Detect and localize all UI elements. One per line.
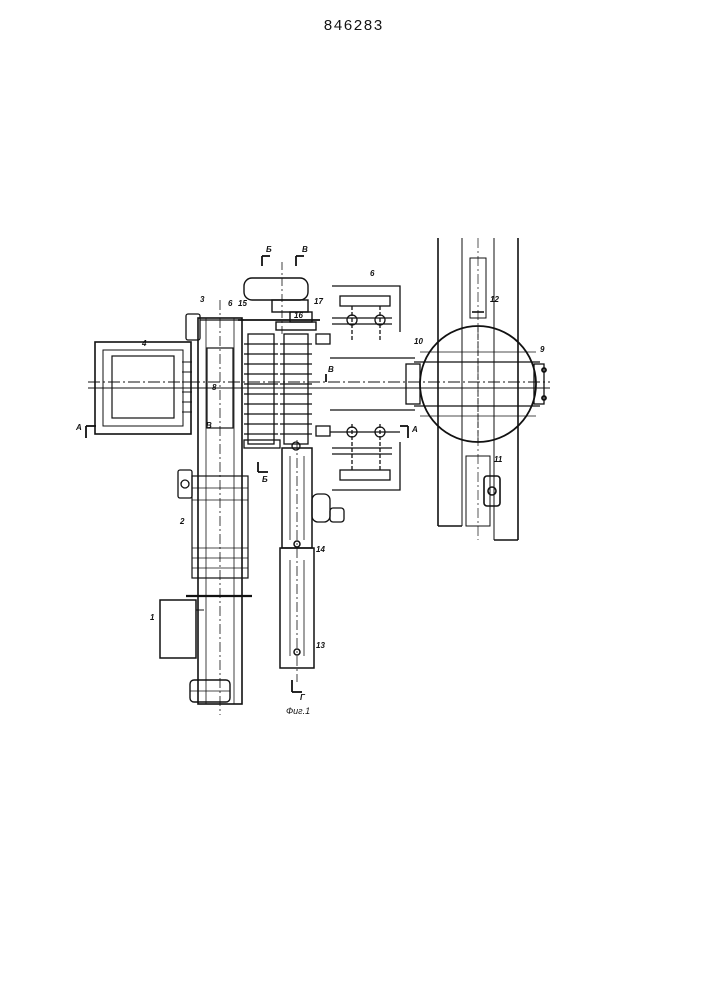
label-8: 8	[212, 383, 217, 392]
label-6-right: 6	[370, 269, 375, 278]
label-14: 14	[316, 545, 325, 554]
label-section-v-bottom: В	[328, 365, 334, 374]
stack-17	[280, 334, 312, 450]
guide-13-14	[280, 440, 314, 682]
label-16: 16	[294, 311, 303, 320]
label-17: 17	[314, 297, 323, 306]
label-3: 3	[200, 295, 205, 304]
roller-assembly-6-top	[316, 286, 400, 344]
label-section-b-top: Б	[266, 245, 272, 254]
right-rail	[438, 238, 518, 540]
label-6-left: 6	[228, 299, 233, 308]
label-15: 15	[238, 299, 247, 308]
label-1: 1	[150, 613, 155, 622]
label-section-a-left: А	[75, 423, 82, 432]
label-9: 9	[540, 345, 545, 354]
rotary-table-10	[406, 326, 546, 442]
stack-15	[244, 334, 280, 448]
label-section-v-top: В	[302, 245, 308, 254]
label-section-a-right: А	[411, 425, 418, 434]
figure-caption: Фиг.1	[286, 706, 310, 716]
section-markers	[86, 256, 408, 692]
label-11: 11	[494, 455, 503, 464]
drive-assembly-16	[238, 262, 320, 336]
label-4: 4	[141, 339, 147, 348]
label-section-v-arrow: В	[206, 421, 212, 430]
main-axis	[88, 358, 550, 410]
label-section-g-bottom: Г	[300, 693, 306, 702]
roller-assembly-6-bottom	[316, 424, 400, 490]
label-12: 12	[490, 295, 499, 304]
label-section-b-bottom: Б	[262, 475, 268, 484]
motor-14	[312, 494, 344, 522]
label-2: 2	[179, 517, 185, 526]
label-10: 10	[414, 337, 423, 346]
motor-left	[178, 470, 192, 498]
label-13: 13	[316, 641, 325, 650]
part-labels: 1 2 3 4 6 6 8 9 10 11 12 13 14 15 16 17 …	[75, 245, 545, 702]
